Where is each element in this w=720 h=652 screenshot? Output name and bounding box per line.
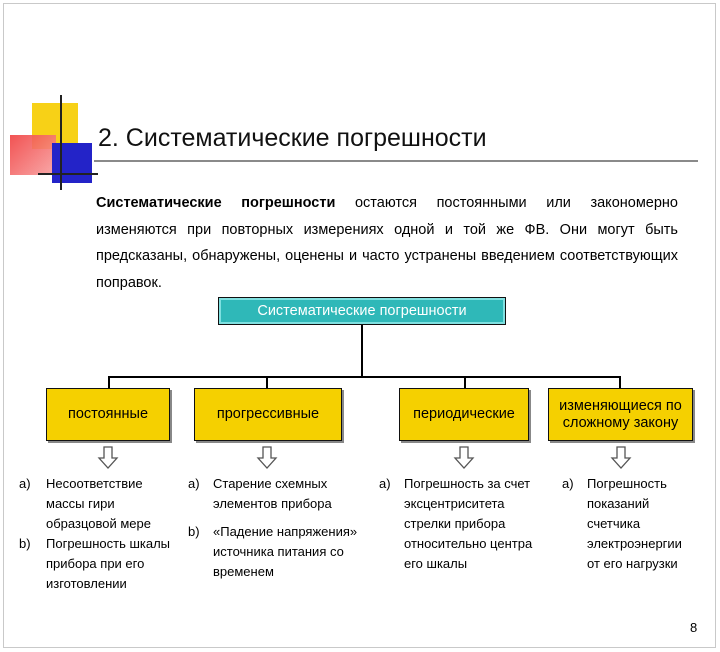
item-marker: a) <box>188 476 200 491</box>
connector-root-down <box>361 325 363 377</box>
title-rule <box>94 160 698 162</box>
item-marker: a) <box>379 476 391 491</box>
item-text: Погрешность показаний счетчика электроэн… <box>587 476 682 571</box>
deco-vertical-line <box>60 95 62 190</box>
item-marker: a) <box>19 476 31 491</box>
down-arrow-icon <box>256 446 278 469</box>
down-arrow-icon <box>610 446 632 469</box>
connector-branch-1 <box>108 376 110 389</box>
category-node-complex: изменяющиеся по сложному закону <box>548 388 693 441</box>
item-marker: a) <box>562 476 574 491</box>
item-marker: b) <box>19 536 31 551</box>
paragraph-text: остаются постоянными или закономерно изм… <box>96 195 678 291</box>
deco-red-square <box>10 135 56 175</box>
diagram-root-node: Систематические погрешности <box>218 297 506 325</box>
item-text: Погрешность за счет эксцентриситета стре… <box>404 476 533 571</box>
deco-horizontal-line <box>38 173 98 175</box>
item-text: «Падение напряжения» источника питания с… <box>213 524 358 579</box>
item-text: Старение схемных элементов прибора <box>213 476 332 511</box>
connector-horizontal <box>108 376 620 378</box>
slide-frame <box>3 3 716 648</box>
category-node-constant: постоянные <box>46 388 170 441</box>
category-node-progressive: прогрессивные <box>194 388 342 441</box>
item-text: Погрешность шкалы прибора при его изгото… <box>46 536 171 591</box>
down-arrow-icon <box>453 446 475 469</box>
intro-paragraph: Систематические погрешности остаются пос… <box>96 190 678 296</box>
deco-blue-square <box>52 143 92 183</box>
paragraph-bold-term: Систематические погрешности <box>96 195 336 211</box>
connector-branch-3 <box>464 376 466 389</box>
down-arrow-icon <box>97 446 119 469</box>
connector-branch-2 <box>266 376 268 389</box>
item-text: Несоответствие массы гири образцовой мер… <box>46 476 151 531</box>
page-number: 8 <box>690 620 698 635</box>
item-marker: b) <box>188 524 200 539</box>
connector-branch-4 <box>619 376 621 389</box>
slide-title: 2. Систематические погрешности <box>98 124 487 152</box>
category-node-periodic: периодические <box>399 388 529 441</box>
